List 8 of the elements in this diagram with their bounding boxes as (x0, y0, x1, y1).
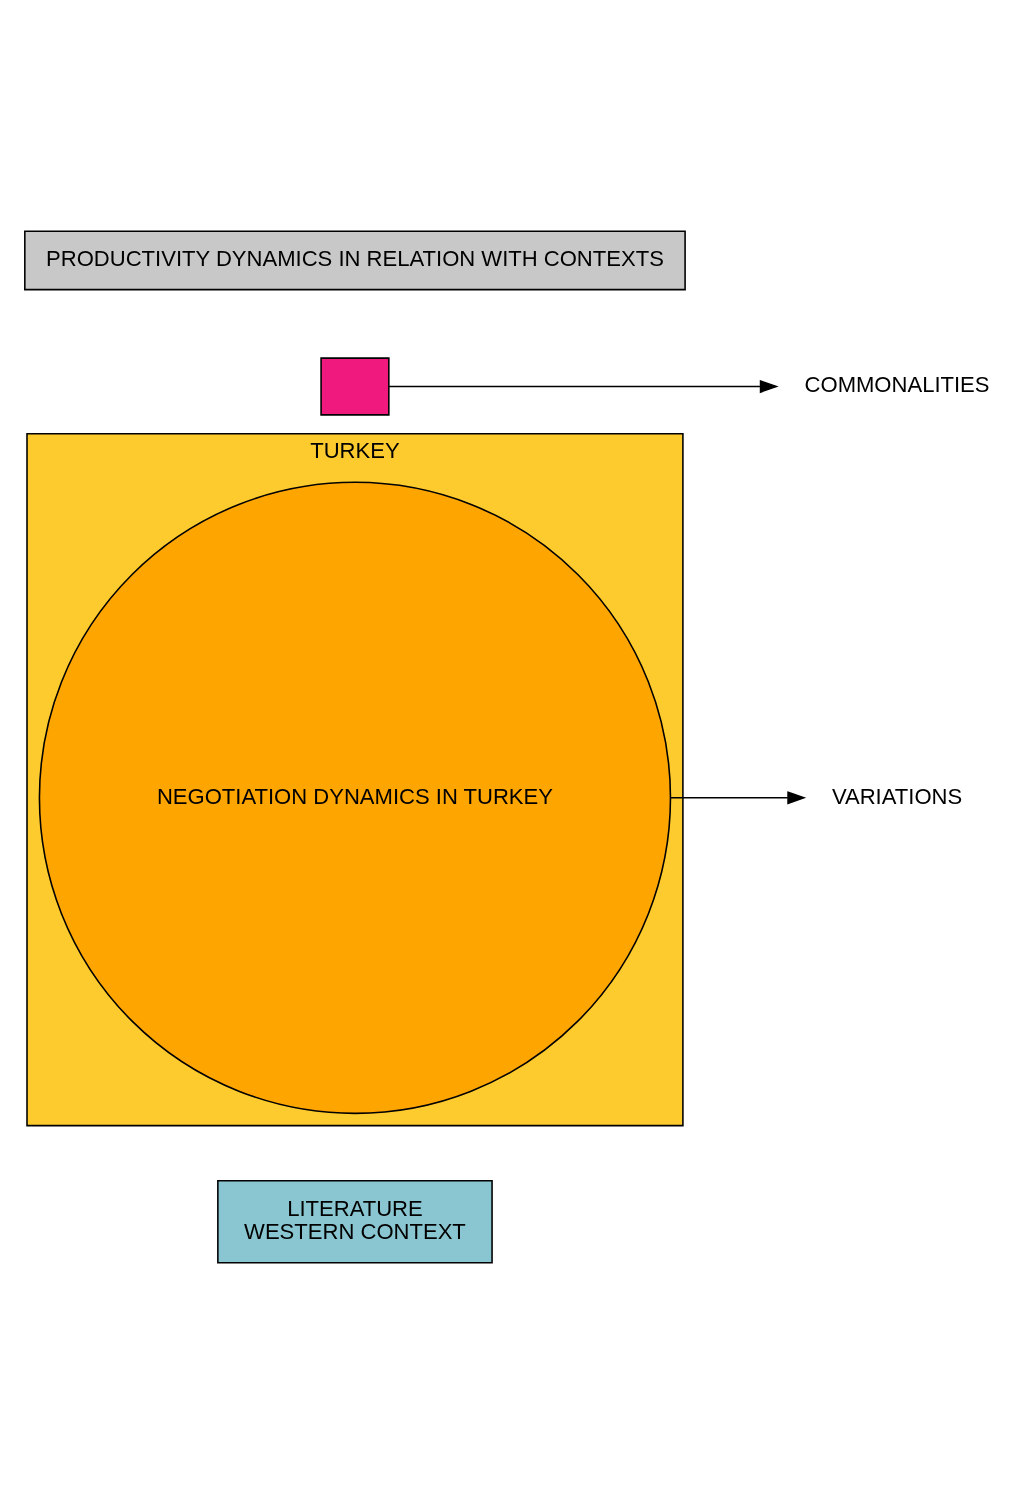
node-text: COMMONALITIES (804, 372, 990, 398)
arrow (670, 791, 807, 805)
arrow (388, 379, 779, 394)
node-box: PRODUCTIVITY DYNAMICS IN RELATION WITH CONTEXTS (24, 230, 686, 291)
node-circle: NEGOTIATION DYNAMICS IN TURKEY (38, 481, 672, 1115)
node-text: VARIATIONS (831, 783, 963, 809)
node-box: LITERATURE WESTERN CONTEXT (217, 1179, 493, 1264)
node-box (320, 357, 390, 416)
